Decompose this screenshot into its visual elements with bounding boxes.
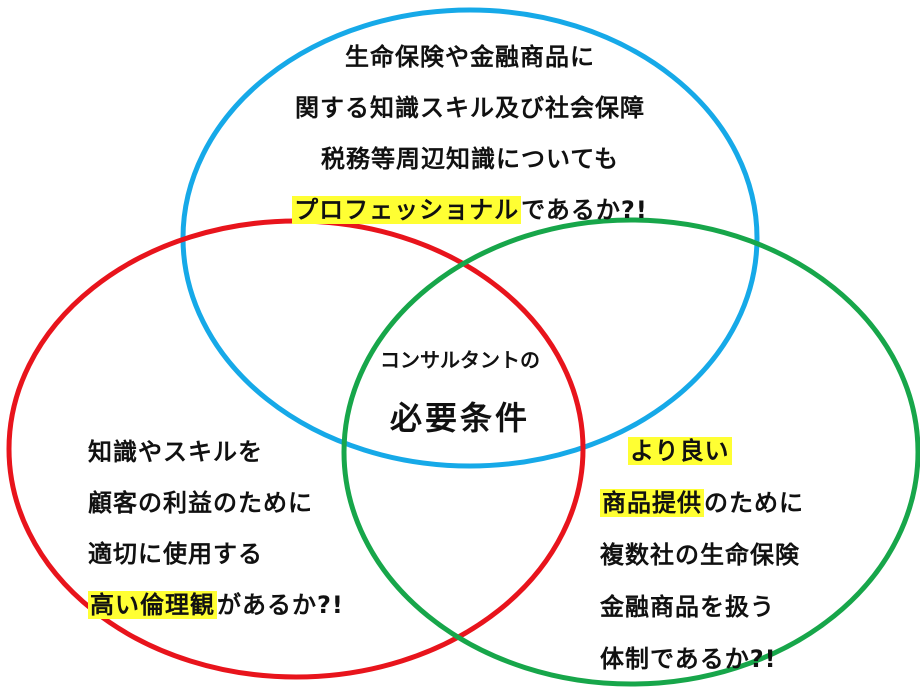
right-line-2-rest: のために bbox=[704, 489, 804, 517]
highlight-better: より良い bbox=[628, 437, 732, 465]
center-title: 必要条件 bbox=[389, 399, 530, 437]
center-subtitle: コンサルタントの bbox=[380, 348, 540, 372]
top-circle-text: 生命保険や金融商品に 関する知識スキル及び社会保障 税務等周辺知識についても プ… bbox=[220, 32, 720, 236]
circle-product-offering bbox=[341, 217, 920, 687]
highlight-ethics: 高い倫理観 bbox=[88, 591, 217, 619]
left-line-2: 顧客の利益のために bbox=[88, 489, 313, 517]
left-line-4: 高い倫理観があるか?! bbox=[88, 580, 344, 631]
top-line-1: 生命保険や金融商品に bbox=[345, 43, 595, 71]
left-line-3: 適切に使用する bbox=[88, 540, 263, 568]
left-line-4-rest: があるか?! bbox=[217, 591, 344, 619]
highlight-professional: プロフェッショナル bbox=[292, 196, 522, 224]
right-circle-text: より良い 商品提供のために 複数社の生命保険 金融商品を扱う 体制であるか?! bbox=[600, 425, 804, 685]
top-line-4-rest: であるか?! bbox=[521, 196, 648, 224]
right-line-2: 商品提供のために bbox=[600, 477, 804, 529]
top-line-4: プロフェッショナルであるか?! bbox=[220, 185, 720, 236]
top-line-2: 関する知識スキル及び社会保障 bbox=[295, 94, 645, 122]
left-line-1: 知識やスキルを bbox=[88, 438, 263, 466]
right-line-4: 金融商品を扱う bbox=[600, 593, 775, 621]
highlight-product-offering: 商品提供 bbox=[600, 489, 704, 517]
right-line-3: 複数社の生命保険 bbox=[600, 541, 800, 569]
right-line-5: 体制であるか?! bbox=[600, 645, 777, 673]
right-line-1: より良い bbox=[600, 425, 804, 477]
left-circle-text: 知識やスキルを 顧客の利益のために 適切に使用する 高い倫理観があるか?! bbox=[88, 427, 344, 631]
top-line-3: 税務等周辺知識についても bbox=[320, 145, 620, 173]
